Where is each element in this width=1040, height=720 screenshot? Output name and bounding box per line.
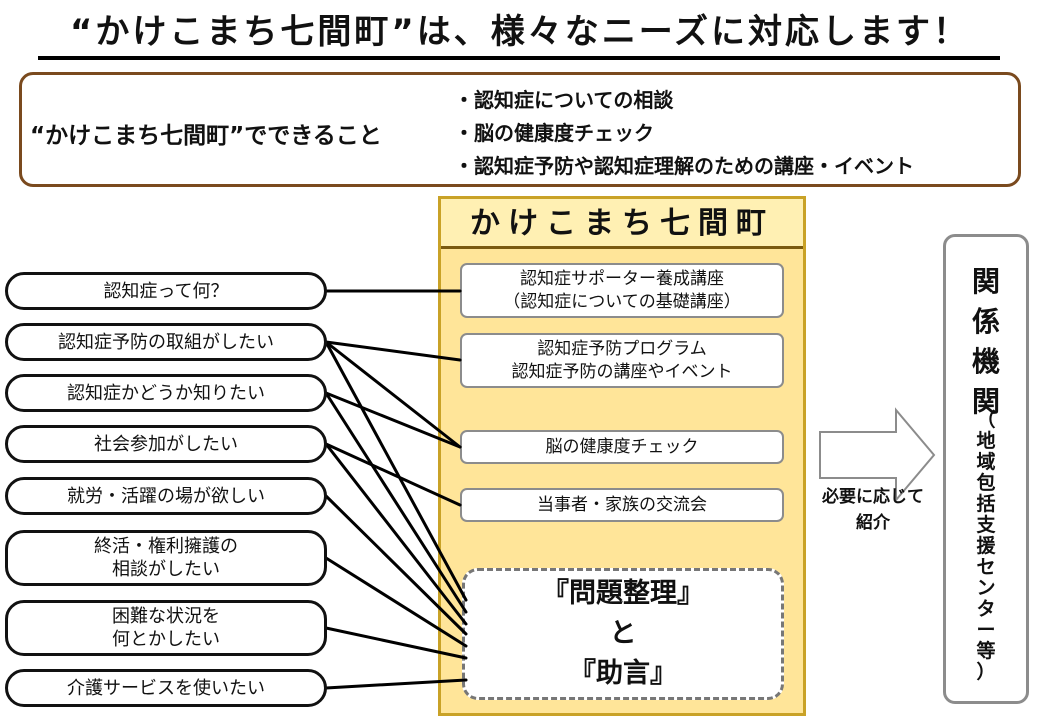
info-bullet: ・認知症予防や認知症理解のための講座・イベント	[454, 154, 914, 178]
advice-line: と	[609, 618, 637, 649]
need-line: 認知症かどうか知りたい	[67, 382, 265, 404]
need-line: 終活・権利擁護の	[94, 536, 238, 557]
right-arrow-icon	[819, 407, 936, 503]
vertical-char: 係	[971, 305, 1000, 338]
need-line: 就労・活躍の場が欲しい	[67, 485, 265, 507]
connector-line	[324, 678, 468, 690]
related-organizations-box	[943, 234, 1029, 704]
need-box: 終活・権利擁護の 相談がしたい	[5, 530, 327, 586]
referral-note-line: 紹介	[856, 513, 890, 533]
service-line: （認知症についての基礎講座）	[503, 291, 741, 312]
vertical-char: 関	[971, 265, 1000, 298]
vertical-char: タ	[976, 598, 996, 620]
connector-line	[324, 340, 462, 449]
need-box: 困難な状況を 何とかしたい	[5, 600, 327, 656]
center-panel-heading: かけこまち七間町	[441, 199, 803, 249]
vertical-char: ー	[976, 619, 996, 641]
related-organizations-title: 関 係 機 関	[956, 262, 1016, 422]
vertical-char: ン	[976, 577, 996, 599]
vertical-char: 支	[976, 514, 996, 536]
title-underline	[38, 56, 1000, 60]
vertical-char: 域	[976, 451, 996, 473]
connector-line	[324, 391, 462, 449]
service-box-family-meetup: 当事者・家族の交流会	[460, 488, 784, 522]
vertical-char: 関	[971, 385, 1000, 418]
service-box-supporter-course: 認知症サポーター養成講座 （認知症についての基礎講座）	[460, 263, 784, 318]
info-box	[19, 72, 1021, 187]
need-line: 認知症って何？	[103, 280, 229, 302]
service-line: 認知症予防の講座やイベント	[511, 361, 733, 382]
related-organizations-subtitle: （ 地 域 包 括 支 援 セ ン タ ー 等 ）	[956, 410, 1016, 683]
connector-line	[324, 442, 462, 507]
need-box: 認知症かどうか知りたい	[5, 374, 327, 412]
info-bullet: ・脳の健康度チェック	[454, 121, 654, 145]
vertical-char: 機	[971, 345, 1000, 378]
need-box: 介護サービスを使いたい	[5, 669, 327, 707]
need-box: 就労・活躍の場が欲しい	[5, 477, 327, 515]
advice-line: 『助言』	[569, 658, 677, 689]
need-box: 認知症って何？	[5, 272, 327, 310]
referral-note-line: 必要に応じて	[822, 487, 924, 507]
vertical-char: （	[976, 409, 996, 431]
vertical-char: 援	[976, 535, 996, 557]
service-box-brain-check: 脳の健康度チェック	[460, 430, 784, 464]
connector-line	[324, 626, 468, 660]
service-line: 当事者・家族の交流会	[537, 494, 707, 515]
service-line: 認知症サポーター養成講座	[520, 268, 724, 289]
service-line: 認知症予防プログラム	[537, 338, 707, 359]
vertical-char: ）	[976, 661, 996, 683]
service-line: 脳の健康度チェック	[545, 436, 699, 457]
connector-line	[324, 442, 468, 626]
need-box: 社会参加がしたい	[5, 425, 327, 463]
need-line: 認知症予防の取組がしたい	[58, 331, 274, 353]
connector-line	[324, 494, 468, 636]
page-title: “かけこまち七間町”は、様々なニーズに対応します！	[70, 12, 970, 52]
service-box-prevention-program: 認知症予防プログラム 認知症予防の講座やイベント	[460, 333, 784, 388]
vertical-char: 地	[976, 430, 996, 452]
vertical-char: セ	[976, 556, 996, 578]
vertical-char: 包	[976, 472, 996, 494]
connector-line	[324, 556, 468, 648]
need-box: 認知症予防の取組がしたい	[5, 323, 327, 361]
info-box-label: “かけこまち七間町”でできること	[30, 123, 382, 149]
referral-note: 必要に応じて 紹介	[808, 484, 938, 536]
need-line: 困難な状況を	[112, 606, 220, 627]
advice-box: 『問題整理』 と 『助言』	[462, 568, 784, 700]
connector-line	[324, 340, 462, 362]
need-line: 何とかしたい	[112, 629, 220, 650]
connector-line	[324, 340, 468, 602]
need-line: 相談がしたい	[112, 559, 220, 580]
info-bullet: ・認知症についての相談	[454, 88, 674, 112]
vertical-char: 括	[976, 493, 996, 515]
need-line: 社会参加がしたい	[94, 433, 238, 455]
vertical-char: 等	[976, 640, 996, 662]
need-line: 介護サービスを使いたい	[67, 677, 265, 699]
connector-line	[324, 391, 468, 614]
advice-line: 『問題整理』	[542, 578, 704, 609]
